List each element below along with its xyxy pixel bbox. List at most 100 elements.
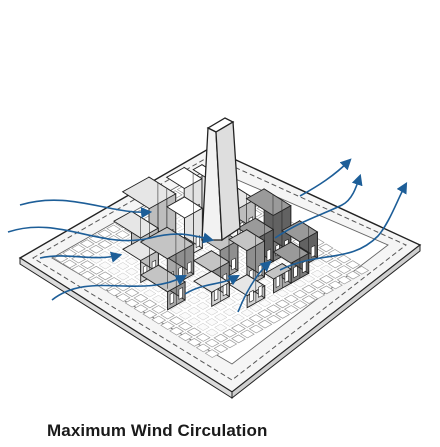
street-block: [195, 333, 211, 342]
ground-tile: [187, 317, 201, 326]
building-blocks: [113, 163, 319, 311]
street-block: [151, 305, 167, 314]
street-block: [327, 259, 343, 269]
street-block: [222, 328, 238, 338]
street-block: [301, 284, 317, 294]
ground-tile: [258, 299, 272, 308]
city-wind-diagram: [7, 117, 422, 400]
street-block: [62, 259, 78, 269]
street-block: [204, 338, 220, 348]
street-block: [327, 270, 343, 279]
street-block: [124, 298, 140, 308]
street-block: [124, 288, 140, 298]
ground-tile: [266, 294, 281, 303]
wind-arrow-icon: [237, 260, 272, 313]
street-block: [88, 265, 104, 275]
street-block: [239, 319, 255, 328]
street-block: [106, 287, 122, 297]
ground-tile: [205, 307, 219, 316]
street-block: [222, 339, 238, 349]
street-block: [266, 304, 282, 314]
street-block: [79, 239, 95, 249]
street-block: [97, 229, 113, 239]
street-block: [106, 277, 122, 286]
street-block: [318, 253, 334, 263]
street-block: [133, 293, 149, 303]
street-block: [115, 230, 130, 239]
ground-tile: [310, 259, 325, 268]
street-block: [213, 333, 229, 343]
street-block: [142, 299, 158, 309]
street-block: [257, 319, 273, 329]
wind-arrow-icon: [7, 226, 215, 244]
ground-tile: [231, 303, 245, 312]
street-block: [80, 260, 95, 270]
street-block: [88, 244, 104, 254]
ground-tile: [98, 261, 112, 270]
street-block: [115, 282, 131, 292]
ground-tile: [214, 313, 228, 322]
wind-arrow-icon: [51, 274, 187, 301]
street-block: [169, 326, 184, 336]
ground-tile: [302, 274, 316, 283]
street-block: [283, 294, 299, 304]
building: [193, 270, 231, 308]
wind-arrow-icon: [299, 158, 352, 197]
street-block: [319, 285, 334, 295]
street-block: [177, 321, 193, 331]
ground-tile: [196, 312, 210, 321]
street-block: [310, 290, 326, 300]
ground-tile: [151, 295, 166, 303]
street-block: [178, 332, 193, 342]
street-block: [239, 329, 255, 339]
wind-flow: [7, 158, 408, 313]
street-block: [115, 293, 131, 302]
street-block: [354, 265, 370, 275]
street-block: [89, 276, 104, 286]
ground-tile: [240, 309, 254, 317]
ground-tile: [125, 257, 139, 266]
street-block: [80, 270, 95, 280]
street-block: [97, 239, 113, 249]
street-block: [151, 315, 167, 325]
street-block: [195, 343, 211, 353]
ground-tile: [214, 323, 228, 332]
street-block: [275, 299, 290, 309]
street-block: [336, 275, 352, 285]
ground-tile: [310, 269, 325, 278]
wind-arrow-icon: [19, 199, 153, 219]
street-block: [71, 265, 87, 274]
street-block: [292, 300, 308, 309]
ground-tile: [116, 262, 130, 270]
street-block: [327, 280, 343, 290]
street-block: [266, 314, 282, 324]
street-block: [275, 309, 290, 319]
ground-tile: [205, 328, 219, 337]
street-block: [345, 270, 361, 280]
ground-tile: [205, 318, 219, 326]
wind-arrow-icon: [39, 251, 123, 263]
street-block: [292, 289, 308, 299]
street-block: [257, 309, 273, 319]
street-block: [318, 243, 334, 253]
ground-tile: [125, 278, 139, 287]
ground-tile: [125, 267, 139, 276]
street-block: [310, 279, 326, 289]
wind-arrow-icon: [279, 182, 408, 271]
street-block: [345, 260, 361, 270]
street-block: [231, 334, 246, 344]
ground-tile: [222, 297, 236, 306]
ground-tile: [196, 323, 210, 331]
wind-arrow-icon: [274, 173, 363, 239]
street-block: [336, 254, 352, 264]
ground-tile: [222, 308, 237, 317]
ground-tile: [107, 267, 121, 275]
street-block: [248, 314, 264, 323]
ground-tile: [249, 304, 263, 312]
street-block: [301, 295, 317, 305]
ground-tile: [169, 306, 183, 315]
central-tower: [201, 117, 241, 242]
street-block: [106, 224, 122, 234]
ground-tile: [275, 257, 289, 266]
ground-tile: [178, 311, 192, 320]
